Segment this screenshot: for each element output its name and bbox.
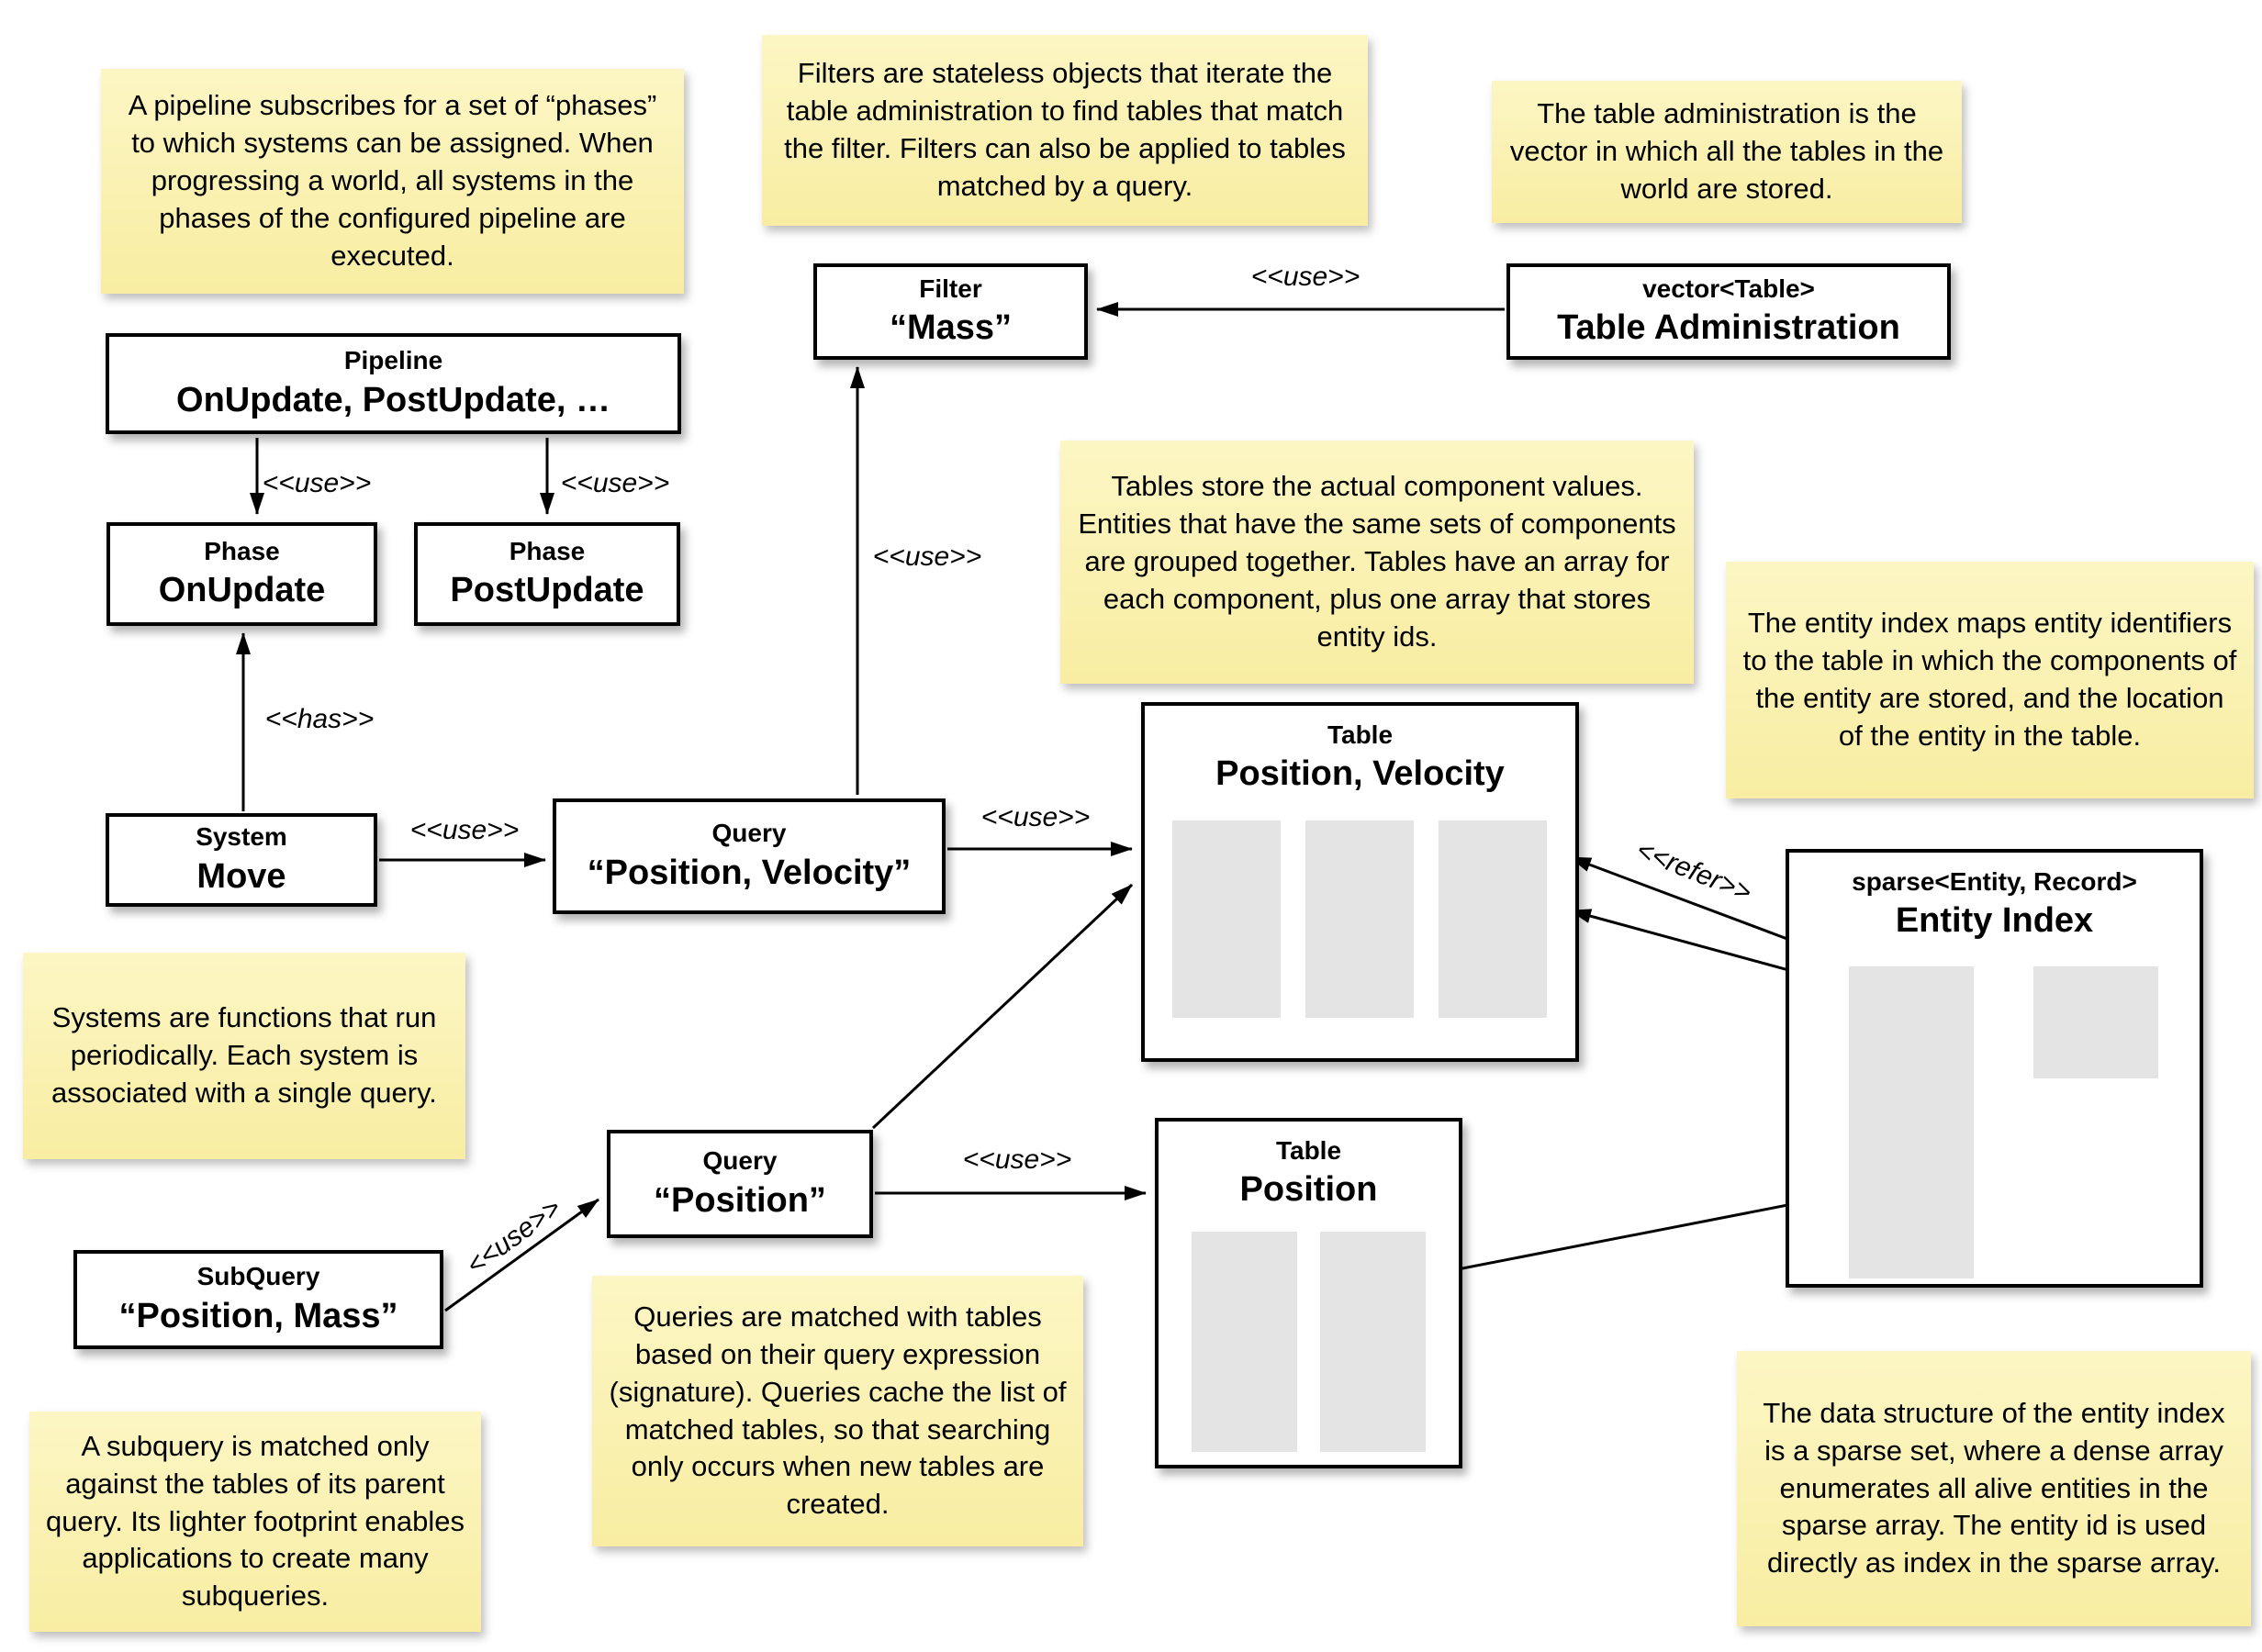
edge-label-use-pipeline-onupdate: <<use>> — [262, 468, 372, 498]
edge-label-use-pipeline-postupdate: <<use>> — [560, 468, 670, 498]
edge-label-has-system-phase: <<has>> — [264, 704, 375, 734]
box-subquery-position-mass: SubQuery “Position, Mass” — [73, 1250, 443, 1349]
box-query-position-name: “Position” — [654, 1180, 826, 1220]
component-array-column — [1320, 1232, 1426, 1452]
box-query-position-stereotype: Query — [702, 1146, 778, 1176]
note-systems: Systems are functions that run periodica… — [23, 953, 465, 1159]
box-phase-postupdate: Phase PostUpdate — [414, 522, 680, 626]
note-tables: Tables store the actual component values… — [1060, 441, 1694, 684]
edge-label-use-system-query: <<use>> — [409, 815, 520, 845]
sparse-array-column — [1849, 966, 1974, 1278]
box-query-position: Query “Position” — [607, 1130, 873, 1238]
box-entity-index-name: Entity Index — [1895, 901, 2094, 941]
note-pipeline: A pipeline subscribes for a set of “phas… — [101, 69, 684, 294]
box-query-position-velocity-name: “Position, Velocity” — [587, 853, 912, 892]
edge-entityindex-refer-tablep — [1424, 1191, 1850, 1279]
box-entity-index: sparse<Entity, Record> Entity Index — [1786, 849, 2203, 1288]
box-table-position-stereotype: Table — [1275, 1136, 1342, 1165]
component-array-column — [1305, 820, 1414, 1018]
note-sparse-set-text: The data structure of the entity index i… — [1763, 1396, 2225, 1579]
note-filters-text: Filters are stateless objects that itera… — [784, 57, 1346, 202]
box-phase-postupdate-stereotype: Phase — [509, 536, 586, 565]
box-system-move-name: Move — [196, 856, 286, 896]
edge-label-use-tableadmin-filter: <<use>> — [1250, 262, 1361, 292]
component-array-column — [1172, 820, 1281, 1018]
note-systems-text: Systems are functions that run periodica… — [51, 1001, 437, 1109]
box-query-position-velocity: Query “Position, Velocity” — [553, 798, 946, 914]
box-subquery-position-mass-name: “Position, Mass” — [118, 1296, 398, 1335]
note-entity-index: The entity index maps entity identifiers… — [1726, 562, 2254, 798]
note-table-administration: The table administration is the vector i… — [1492, 81, 1962, 223]
box-pipeline-name: OnUpdate, PostUpdate, … — [176, 380, 610, 419]
edge-subquery-use-queryp — [444, 1198, 599, 1312]
box-query-position-velocity-stereotype: Query — [711, 819, 787, 848]
note-subquery: A subquery is matched only against the t… — [29, 1412, 481, 1632]
edge-label-use-querypv-tablepv: <<use>> — [980, 802, 1091, 832]
box-subquery-position-mass-stereotype: SubQuery — [196, 1262, 320, 1291]
box-pipeline-stereotype: Pipeline — [343, 346, 443, 375]
box-table-position-velocity-stereotype: Table — [1327, 720, 1394, 749]
note-subquery-text: A subquery is matched only against the t… — [45, 1429, 465, 1613]
box-table-position-velocity: Table Position, Velocity — [1141, 702, 1579, 1062]
note-pipeline-text: A pipeline subscribes for a set of “phas… — [128, 89, 657, 272]
component-array-column — [1439, 820, 1547, 1018]
note-table-administration-text: The table administration is the vector i… — [1509, 97, 1944, 205]
note-sparse-set: The data structure of the entity index i… — [1737, 1351, 2251, 1626]
edge-label-use-query-filter: <<use>> — [872, 541, 982, 572]
box-pipeline: Pipeline OnUpdate, PostUpdate, … — [106, 333, 681, 434]
box-table-administration: vector<Table> Table Administration — [1506, 263, 1951, 360]
box-table-position-velocity-name: Position, Velocity — [1215, 754, 1505, 794]
box-phase-onupdate-stereotype: Phase — [204, 536, 280, 565]
note-filters: Filters are stateless objects that itera… — [762, 35, 1368, 226]
box-entity-index-stereotype: sparse<Entity, Record> — [1852, 867, 2137, 896]
box-system-move-stereotype: System — [196, 822, 287, 852]
note-tables-text: Tables store the actual component values… — [1078, 470, 1676, 653]
box-phase-postupdate-name: PostUpdate — [450, 571, 644, 609]
box-table-administration-stereotype: vector<Table> — [1642, 273, 1815, 303]
dense-array-block — [2033, 966, 2158, 1078]
box-table-position: Table Position — [1155, 1118, 1462, 1468]
edge-queryp-use-tablepv — [871, 883, 1134, 1130]
box-table-position-name: Position — [1239, 1170, 1378, 1210]
box-table-administration-name: Table Administration — [1557, 308, 1900, 347]
box-phase-onupdate: Phase OnUpdate — [106, 522, 377, 626]
component-array-column — [1192, 1232, 1297, 1452]
note-queries-text: Queries are matched with tables based on… — [609, 1300, 1067, 1521]
edge-label-use-queryp-tablep: <<use>> — [962, 1144, 1072, 1175]
box-filter-mass-stereotype: Filter — [919, 273, 982, 303]
box-phase-onupdate-name: OnUpdate — [158, 571, 326, 609]
note-entity-index-text: The entity index maps entity identifiers… — [1742, 607, 2237, 752]
note-queries: Queries are matched with tables based on… — [592, 1276, 1083, 1546]
box-filter-mass-name: “Mass” — [889, 308, 1013, 347]
box-system-move: System Move — [106, 813, 377, 907]
box-filter-mass: Filter “Mass” — [813, 263, 1088, 360]
